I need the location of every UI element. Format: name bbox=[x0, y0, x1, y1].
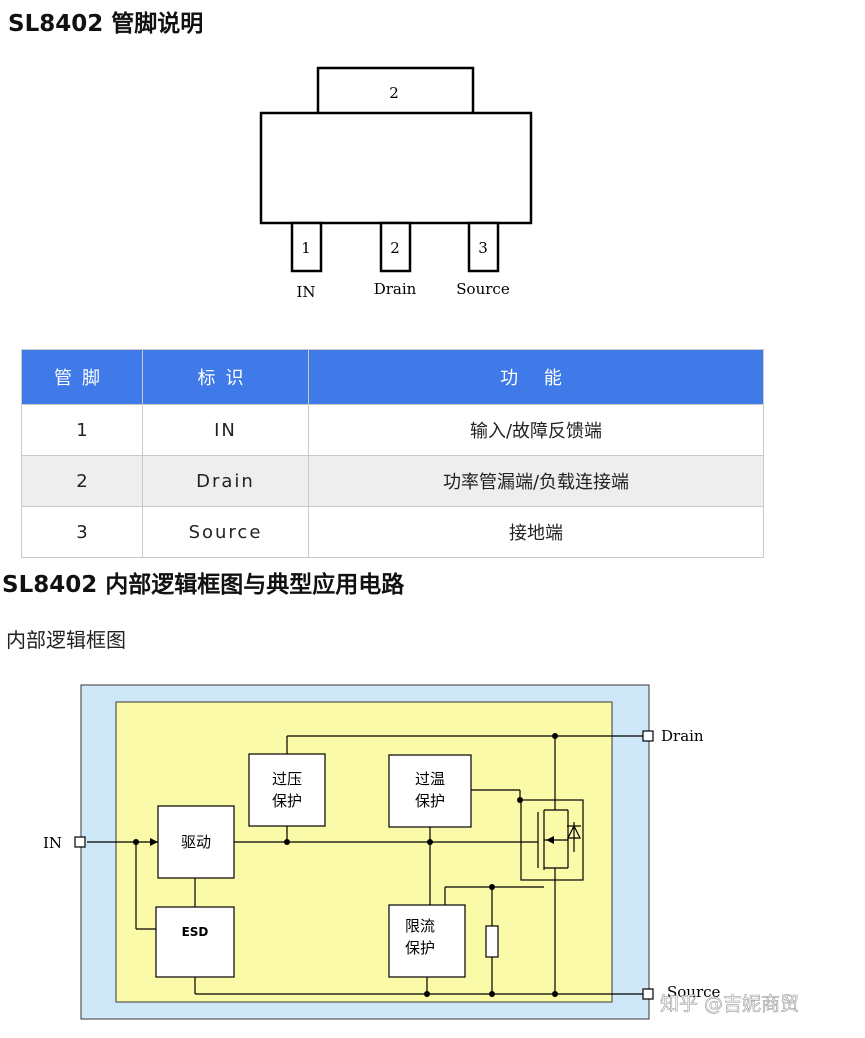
section-title-pins: SL8402 管脚说明 bbox=[8, 11, 204, 37]
pin-1-lead bbox=[290, 221, 323, 273]
row-id: IN bbox=[142, 404, 309, 456]
section-title-diagram: SL8402 内部逻辑框图与典型应用电路 bbox=[2, 572, 405, 598]
table-row: 3 Source 接地端 bbox=[21, 506, 764, 558]
table-row: 2 Drain 功率管漏端/负载连接端 bbox=[21, 455, 764, 507]
ovp-block bbox=[248, 753, 326, 827]
pin-1-name: IN bbox=[296, 283, 315, 301]
row-pin: 1 bbox=[21, 404, 143, 456]
driver-block bbox=[157, 805, 235, 879]
table-row: 1 IN 输入/故障反馈端 bbox=[21, 404, 764, 456]
otp-label-2: 保护 bbox=[415, 792, 445, 810]
pin-table-header: 管脚 标识 功 能 bbox=[21, 349, 764, 405]
drain-terminal bbox=[642, 730, 654, 742]
pin-2-number: 2 bbox=[390, 239, 400, 257]
package-drawing: 2 1 2 3 IN Drain Source bbox=[259, 66, 533, 301]
otp-label-1: 过温 bbox=[415, 770, 445, 788]
pin-1-number: 1 bbox=[301, 239, 311, 257]
esd-label: ESD bbox=[182, 925, 209, 939]
row-pin: 3 bbox=[21, 506, 143, 558]
driver-label: 驱动 bbox=[181, 833, 211, 851]
otp-block bbox=[388, 754, 472, 828]
row-pin: 2 bbox=[21, 455, 143, 507]
row-function: 功率管漏端/负载连接端 bbox=[308, 455, 764, 507]
row-function: 输入/故障反馈端 bbox=[308, 404, 764, 456]
in-terminal-label: IN bbox=[43, 834, 62, 852]
diagram-subtitle: 内部逻辑框图 bbox=[6, 628, 126, 652]
header-id: 标识 bbox=[142, 349, 309, 405]
ocp-block bbox=[388, 904, 466, 978]
source-terminal bbox=[642, 988, 654, 1000]
header-pin: 管脚 bbox=[21, 349, 143, 405]
in-arrow bbox=[150, 838, 158, 846]
ocp-label-2: 保护 bbox=[405, 939, 435, 957]
block-diagram: 过压 保护 过温 保护 驱动 ESD 限流 保护 IN Drain Source… bbox=[43, 684, 799, 1020]
ocp-label-1: 限流 bbox=[405, 917, 435, 935]
watermark: 知乎 @吉妮商贸 bbox=[660, 993, 799, 1015]
body-arrow bbox=[546, 836, 554, 844]
sense-resistor bbox=[485, 925, 499, 958]
wires bbox=[87, 735, 643, 995]
pin-2-lead bbox=[379, 221, 412, 273]
in-terminal bbox=[74, 836, 86, 848]
ovp-label-1: 过压 bbox=[272, 770, 302, 788]
pin-3-number: 3 bbox=[478, 239, 488, 257]
pin-3-name: Source bbox=[456, 280, 510, 298]
header-function: 功 能 bbox=[308, 349, 764, 405]
package-body bbox=[259, 111, 533, 225]
package-tab bbox=[316, 66, 475, 116]
diode-symbol bbox=[567, 824, 581, 839]
source-terminal-label: Source bbox=[667, 983, 721, 1001]
package-tab-label: 2 bbox=[389, 84, 399, 102]
drain-terminal-label: Drain bbox=[661, 727, 704, 745]
row-function: 接地端 bbox=[308, 506, 764, 558]
mosfet-symbol bbox=[520, 799, 584, 881]
pin-table: 管脚 标识 功 能 1 IN 输入/故障反馈端 2 Drain 功率管漏端/负载… bbox=[21, 349, 764, 558]
row-id: Source bbox=[142, 506, 309, 558]
pin-2-name: Drain bbox=[374, 280, 417, 298]
ovp-label-2: 保护 bbox=[272, 792, 302, 810]
esd-block bbox=[155, 906, 235, 978]
junctions bbox=[133, 733, 558, 997]
row-id: Drain bbox=[142, 455, 309, 507]
pin-3-lead bbox=[467, 221, 500, 273]
